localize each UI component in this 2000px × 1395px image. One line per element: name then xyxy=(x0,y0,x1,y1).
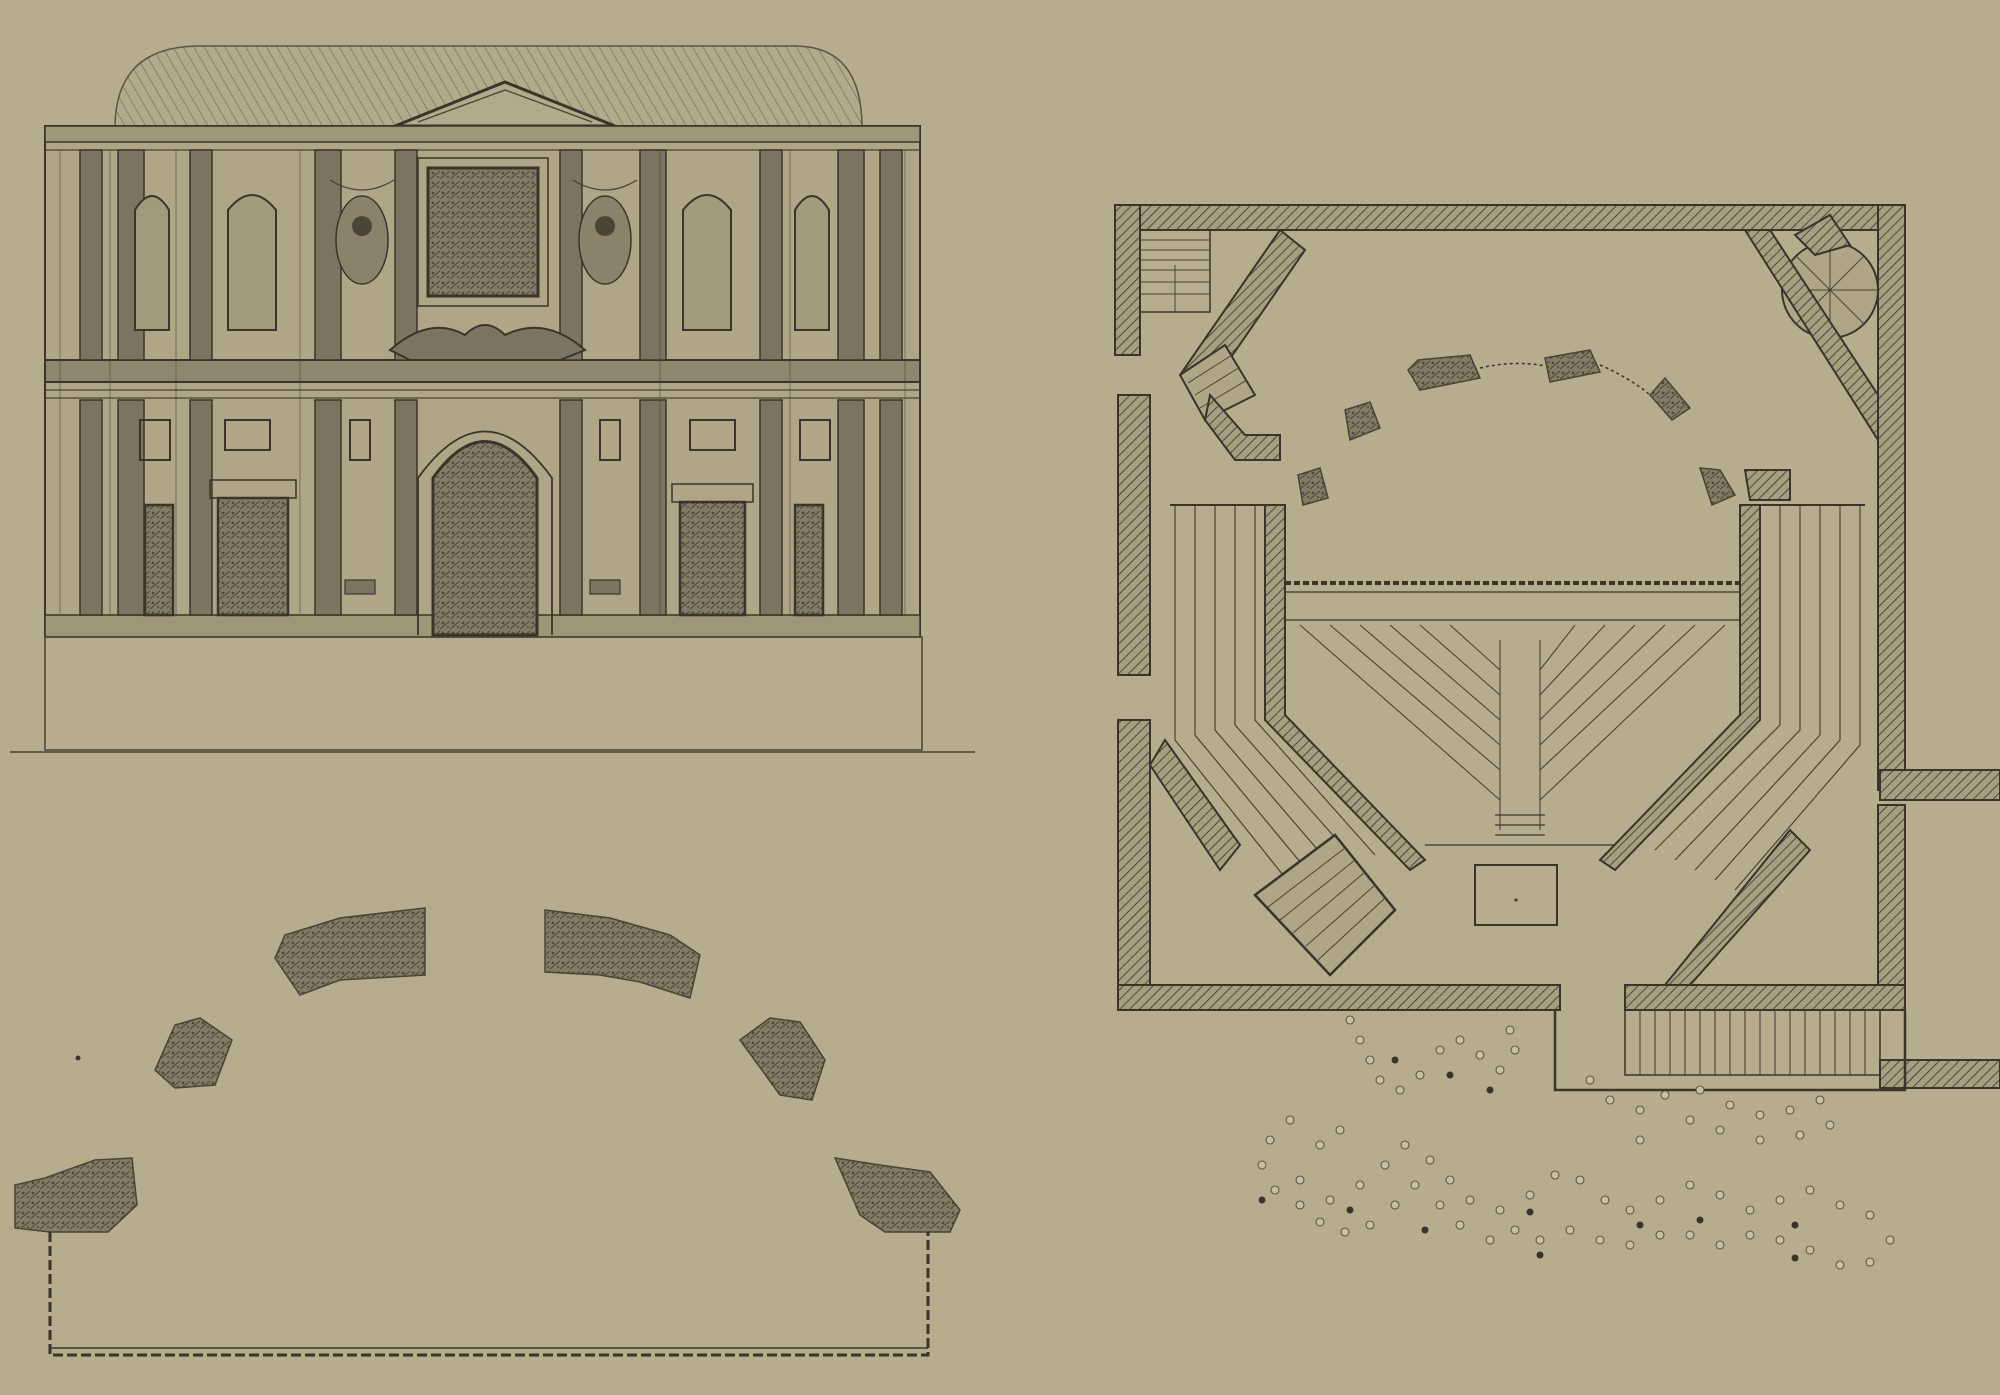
seating-right xyxy=(1654,504,1865,891)
right-wall-upper xyxy=(1877,204,1906,791)
scenery-plan xyxy=(14,907,961,1357)
central-box xyxy=(1474,864,1558,926)
flat-5 xyxy=(14,1157,138,1233)
top-wall xyxy=(1114,204,1906,231)
bottom-wall-left xyxy=(1117,984,1561,1011)
proscenium-wall-right xyxy=(1598,504,1761,872)
proscenium-wall-left xyxy=(1264,504,1427,872)
left-wall-upper xyxy=(1114,204,1141,356)
flat-6 xyxy=(833,1157,961,1233)
lower-panels xyxy=(139,419,831,461)
flat-2 xyxy=(544,909,701,999)
lower-columns xyxy=(79,399,903,616)
lower-doors xyxy=(143,496,825,617)
central-cartouche xyxy=(388,324,587,361)
pit-floor xyxy=(1299,624,1726,830)
central-panel xyxy=(426,166,540,298)
seating-left xyxy=(1170,504,1376,891)
diag-wall-bottom-left xyxy=(1148,738,1242,872)
flat-4 xyxy=(738,1017,826,1101)
diag-wall-top-right xyxy=(1743,229,1879,444)
left-wall-lower xyxy=(1117,719,1151,1011)
facade-ground-frame xyxy=(44,636,923,751)
stage-plan xyxy=(1114,204,2000,1270)
stair-top-left xyxy=(1139,229,1211,313)
central-arch-doorway xyxy=(431,440,539,637)
stair-upper-left xyxy=(1178,343,1257,422)
right-wall-lower xyxy=(1877,804,1906,996)
flat-3 xyxy=(154,1017,233,1089)
cartouche-busts xyxy=(329,179,638,285)
left-wall-mid xyxy=(1117,394,1151,676)
upper-niches xyxy=(134,194,830,331)
stair-bottom-left xyxy=(1253,833,1397,977)
upper-columns xyxy=(79,149,903,361)
scenery-flats-arc xyxy=(1297,349,1737,507)
flat-1 xyxy=(274,907,426,996)
bottom-wall-right xyxy=(1624,984,1906,1011)
facade-elevation xyxy=(10,45,975,753)
garden-dot-pattern xyxy=(1257,1015,1895,1270)
stage-outline xyxy=(48,1232,930,1357)
diag-wall-bottom-right xyxy=(1662,828,1812,986)
